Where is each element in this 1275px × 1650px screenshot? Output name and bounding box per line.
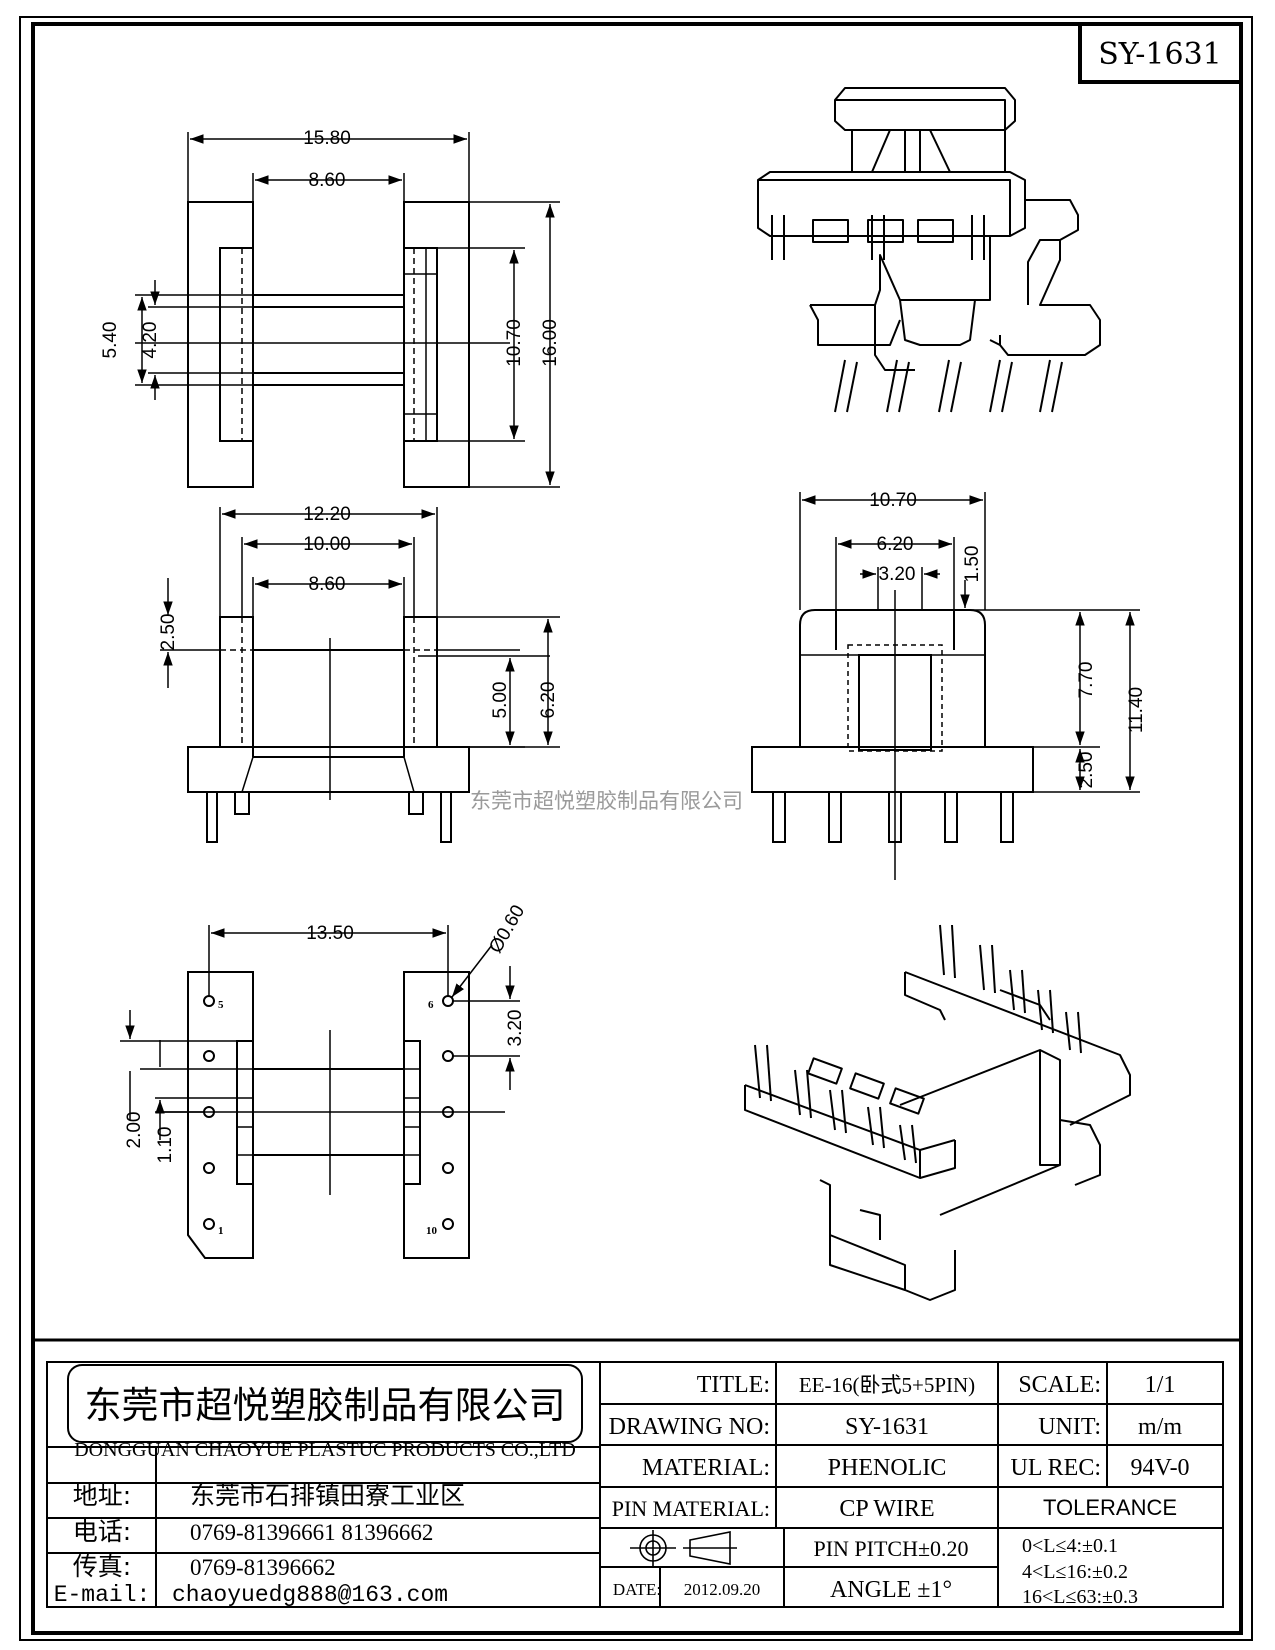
- address-value: 东莞市石排镇田寮工业区: [190, 1481, 465, 1510]
- unit-label: UNIT:: [1038, 1414, 1101, 1440]
- dim-front-w: 10.70: [869, 490, 917, 511]
- tel-label: 电话:: [73, 1517, 131, 1546]
- material-value: PHENOLIC: [828, 1455, 947, 1481]
- tolerance-row-3: 16<L≤63:±0.3: [1022, 1586, 1138, 1608]
- fax-value: 0769-81396662: [190, 1555, 336, 1580]
- fax-label: 传真:: [73, 1552, 131, 1581]
- dim-side-h2: 5.00: [490, 682, 511, 719]
- dim-top-h1: 10.70: [504, 319, 525, 367]
- tolerance-label: TOLERANCE: [1043, 1495, 1177, 1520]
- iso-view-top: [757, 87, 1101, 413]
- pin-material-value: CP WIRE: [839, 1496, 934, 1522]
- inner-border: [31, 22, 1243, 1635]
- pin-1-label: 1: [218, 1225, 224, 1237]
- title-block: [33, 1338, 1241, 1608]
- dim-bottom-w: 13.50: [306, 923, 354, 944]
- title-label: TITLE:: [697, 1372, 770, 1398]
- drawing-no-value: SY-1631: [845, 1414, 929, 1440]
- iso-view-bottom: [744, 924, 1131, 1301]
- drawing-id: SY-1631: [1098, 37, 1222, 72]
- tolerance-row-2: 4<L≤16:±0.2: [1022, 1561, 1128, 1583]
- dim-front-h2: 11.40: [1126, 687, 1147, 733]
- unit-value: m/m: [1138, 1414, 1182, 1440]
- dim-front-h1: 7.70: [1076, 662, 1097, 699]
- top-view: [135, 132, 560, 488]
- material-label: MATERIAL:: [642, 1455, 770, 1481]
- side-view: [160, 507, 560, 843]
- title-value: EE-16(卧式5+5PIN): [799, 1373, 975, 1397]
- dim-bottom-dia: Ø0.60: [485, 902, 529, 957]
- dim-top-inner: 8.60: [309, 170, 346, 191]
- watermark-text: 东莞市超悦塑胶制品有限公司: [470, 789, 743, 813]
- dim-front-h0: 1.50: [962, 546, 983, 583]
- dim-side-w2: 10.00: [303, 534, 351, 555]
- scale-value: 1/1: [1145, 1372, 1176, 1398]
- dim-front-h3: 2.50: [1076, 752, 1097, 789]
- dim-side-w1: 12.20: [303, 504, 351, 525]
- scale-label: SCALE:: [1018, 1372, 1101, 1398]
- dim-side-h1: 2.50: [158, 614, 179, 651]
- dim-top-h2: 16.00: [540, 319, 561, 367]
- ul-rec-label: UL REC:: [1011, 1455, 1101, 1481]
- bottom-view: [120, 925, 520, 1259]
- projection-symbol-icon: [630, 1530, 737, 1566]
- ul-rec-value: 94V-0: [1130, 1455, 1189, 1481]
- company-name-en: DONGGUAN CHAOYUE PLASTUC PRODUCTS CO.,LT…: [74, 1439, 576, 1461]
- tel-value: 0769-81396661 81396662: [190, 1520, 433, 1545]
- email-label: E-mail:: [54, 1582, 151, 1608]
- front-view: [751, 492, 1140, 880]
- pin-pitch: PIN PITCH±0.20: [813, 1536, 968, 1561]
- pin-6-label: 6: [428, 999, 434, 1011]
- drawing-no-label: DRAWING NO:: [609, 1414, 770, 1440]
- dim-bottom-l1: 2.00: [124, 1112, 145, 1149]
- angle-tolerance: ANGLE ±1°: [830, 1577, 952, 1603]
- date-value: 2012.09.20: [684, 1580, 761, 1599]
- dim-top-width: 15.80: [303, 128, 351, 149]
- pin-5-label: 5: [218, 999, 224, 1011]
- dim-bottom-l2: 1.10: [155, 1127, 176, 1164]
- dim-top-l2: 4.20: [140, 322, 161, 359]
- tolerance-row-1: 0<L≤4:±0.1: [1022, 1535, 1118, 1557]
- drawing-id-box: SY-1631: [1078, 22, 1243, 84]
- dim-top-l1: 5.40: [100, 322, 121, 359]
- dim-side-h3: 6.20: [538, 682, 559, 719]
- address-label: 地址:: [73, 1481, 131, 1510]
- pin-10-label: 10: [426, 1225, 438, 1237]
- pin-material-label: PIN MATERIAL:: [612, 1496, 770, 1521]
- dim-front-w3: 3.20: [879, 564, 916, 585]
- dim-bottom-pitch: 3.20: [505, 1010, 526, 1047]
- email-value: chaoyuedg888@163.com: [172, 1582, 448, 1608]
- dim-side-w3: 8.60: [309, 574, 346, 595]
- date-label: DATE:: [613, 1580, 661, 1599]
- company-name-cn: 东莞市超悦塑胶制品有限公司: [85, 1384, 566, 1427]
- dim-front-w2: 6.20: [877, 534, 914, 555]
- outer-border: [19, 16, 1253, 1641]
